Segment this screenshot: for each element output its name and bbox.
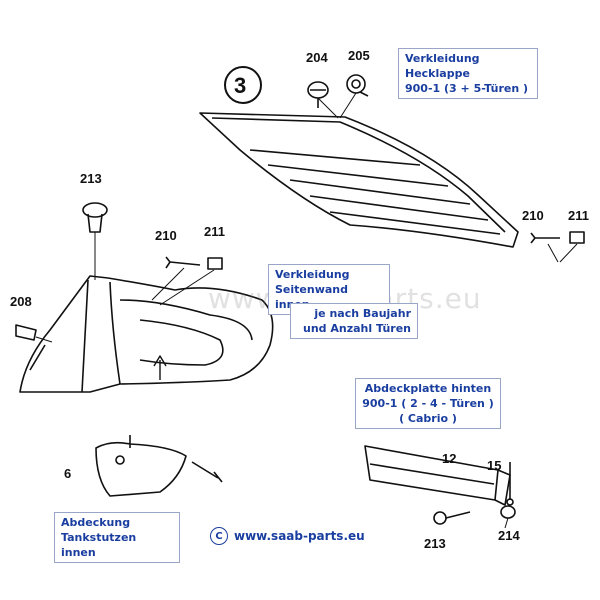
- clip-211-right: [569, 231, 585, 244]
- hatch-trim-panel: [199, 112, 519, 248]
- label-seitenwand-line1: Verkleidung: [275, 268, 350, 281]
- callout-15: 15: [487, 458, 501, 473]
- callout-211-middle: 211: [204, 224, 225, 239]
- label-hecklappe-line1: Verkleidung: [405, 52, 480, 65]
- callout-211-right: 211: [568, 208, 589, 223]
- label-baujahr-line1: je nach Baujahr: [314, 307, 411, 320]
- copyright-notice: C www.saab-parts.eu: [210, 527, 365, 545]
- callout-6: 6: [64, 466, 71, 481]
- copyright-url[interactable]: www.saab-parts.eu: [234, 529, 365, 543]
- grommet-205: [346, 74, 369, 97]
- label-abdeckplatte-line2: 900-1 ( 2 - 4 - Türen ): [362, 397, 494, 410]
- screw-fuel-cover: [191, 461, 223, 483]
- clip-208: [15, 324, 53, 343]
- label-baujahr-line2: und Anzahl Türen: [303, 322, 411, 335]
- rear-cover-plate: [364, 445, 511, 506]
- callout-204: 204: [306, 50, 328, 65]
- label-abdeckplatte-line3: ( Cabrio ): [399, 412, 457, 425]
- callout-208: 208: [10, 294, 32, 309]
- callout-205: 205: [348, 48, 370, 63]
- label-tankstutzen-line1: Abdeckung: [61, 516, 131, 529]
- pin-15: [506, 462, 514, 506]
- clip-211-middle: [207, 257, 223, 270]
- label-hecklappe: Verkleidung Hecklappe 900-1 (3 + 5-Türen…: [398, 48, 538, 99]
- label-abdeckplatte-line1: Abdeckplatte hinten: [364, 382, 492, 395]
- callout-210-right: 210: [522, 208, 544, 223]
- clip-214: [500, 505, 516, 529]
- clip-213-left: [82, 202, 108, 280]
- clip-204: [307, 81, 329, 108]
- callout-213-lower: 213: [424, 536, 446, 551]
- callout-210-middle: 210: [155, 228, 177, 243]
- callout-3: 3: [234, 73, 246, 98]
- copyright-icon: C: [210, 527, 228, 545]
- label-hecklappe-line3: 900-1 (3 + 5-Türen ): [405, 82, 529, 95]
- callout-213-left: 213: [80, 171, 102, 186]
- label-abdeckplatte: Abdeckplatte hinten 900-1 ( 2 - 4 - Türe…: [355, 378, 501, 429]
- callout-214: 214: [498, 528, 520, 543]
- callout-circle-3: [224, 66, 262, 104]
- screw-210-right: [530, 232, 560, 244]
- label-hecklappe-line2: Hecklappe: [405, 67, 470, 80]
- side-wall-trim-panel: [19, 275, 274, 393]
- clip-213-lower: [433, 511, 471, 525]
- callout-12: 12: [442, 451, 456, 466]
- label-tankstutzen-line2: Tankstutzen innen: [61, 531, 137, 559]
- label-baujahr: je nach Baujahr und Anzahl Türen: [290, 303, 418, 339]
- screw-210-middle: [165, 256, 201, 269]
- label-tankstutzen: Abdeckung Tankstutzen innen: [54, 512, 180, 563]
- fuel-filler-cover: [95, 435, 187, 497]
